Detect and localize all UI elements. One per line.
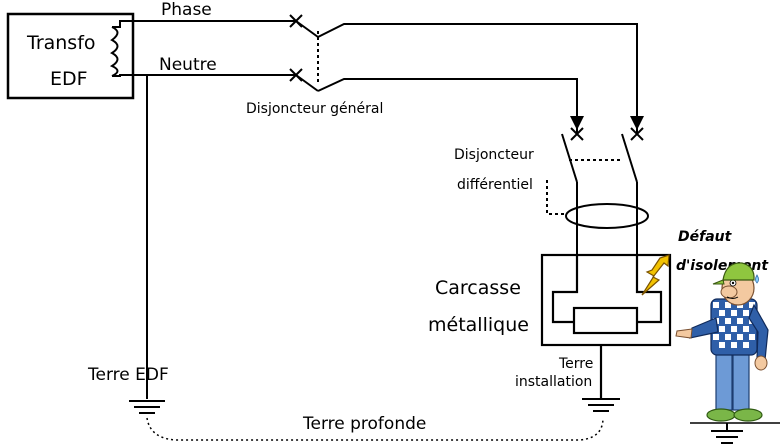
differential-breaker xyxy=(546,127,649,255)
fault-label-2: d'isolement xyxy=(676,258,769,274)
transformer: Transfo EDF xyxy=(6,12,135,100)
worried-person-icon xyxy=(675,262,769,422)
ground-symbol-icon xyxy=(582,398,620,412)
phase-wire xyxy=(112,20,638,134)
lightning-bolt-icon xyxy=(641,254,670,296)
resistor-element xyxy=(572,306,639,335)
main-breaker-label: Disjoncteur général xyxy=(246,101,383,117)
ground-symbol-icon xyxy=(129,400,165,414)
edf-earth-label: Terre EDF xyxy=(87,365,169,385)
casing-label-2: métallique xyxy=(428,314,529,336)
deep-earth-link xyxy=(146,417,604,441)
arrow-head xyxy=(630,116,644,130)
installation-earth-label-1: Terre xyxy=(558,356,593,372)
deep-earth-label: Terre profonde xyxy=(302,414,426,434)
main-breaker xyxy=(289,14,319,92)
transformer-coil-icon xyxy=(109,26,119,77)
differential-breaker-label-1: Disjoncteur xyxy=(454,147,534,163)
neutral-label: Neutre xyxy=(159,55,217,75)
transformer-label: Transfo xyxy=(26,32,96,54)
neutral-wire xyxy=(112,74,578,134)
transformer-box xyxy=(6,12,135,100)
differential-breaker-label-2: différentiel xyxy=(457,177,533,193)
ground-symbol-icon xyxy=(711,423,743,444)
phase-label: Phase xyxy=(161,0,212,20)
casing-label-1: Carcasse xyxy=(435,277,521,299)
metal-casing xyxy=(540,253,672,398)
fault-label-1: Défaut xyxy=(678,229,733,245)
arrow-head xyxy=(570,116,584,130)
installation-earth-label-2: installation xyxy=(515,374,592,390)
edf-label: EDF xyxy=(50,68,88,90)
